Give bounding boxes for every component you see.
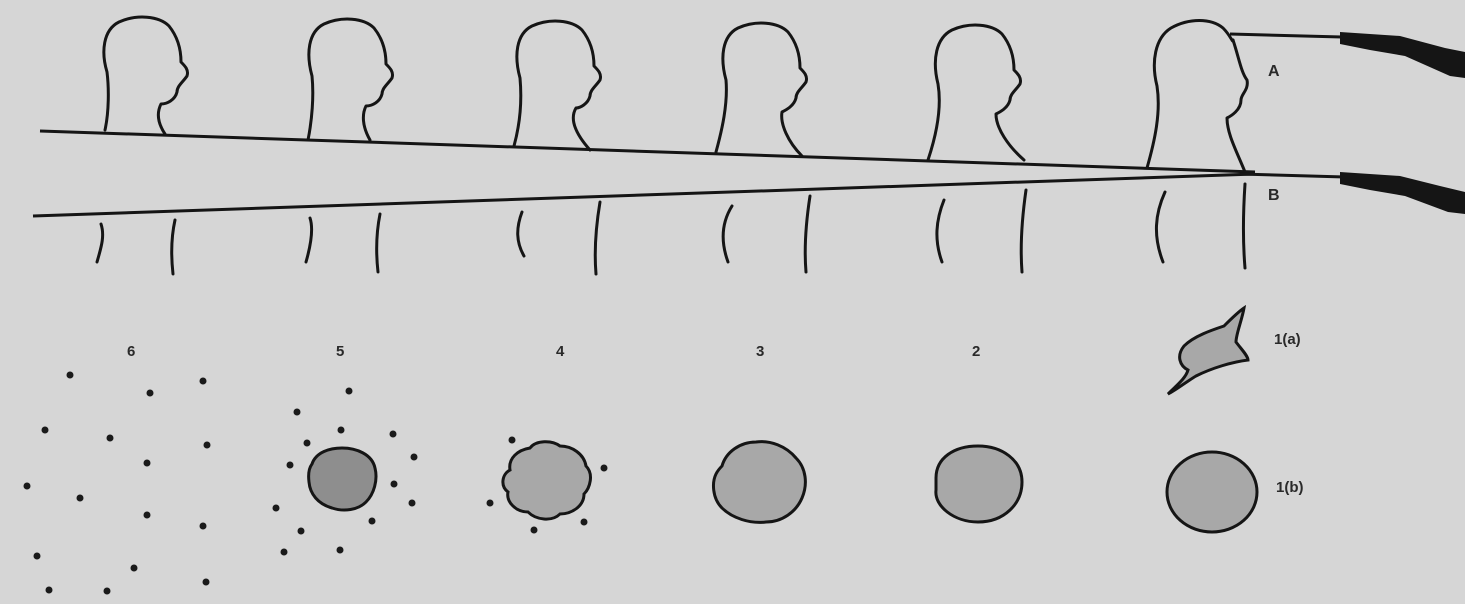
stage-label-3: 3 bbox=[756, 343, 764, 360]
stage-label-6: 6 bbox=[127, 343, 135, 360]
stage-label-4: 4 bbox=[556, 343, 565, 360]
stage-label-5: 5 bbox=[336, 343, 344, 360]
stage-label-2: 2 bbox=[972, 343, 980, 360]
stage-label-1b: 1(b) bbox=[1276, 479, 1304, 496]
stage-label-1a: 1(a) bbox=[1274, 331, 1301, 348]
stage-5-blob bbox=[309, 448, 376, 510]
label-a: A bbox=[1268, 63, 1280, 80]
label-b: B bbox=[1268, 187, 1280, 204]
stage-4-blob bbox=[503, 442, 591, 519]
stage-2-blob bbox=[936, 446, 1022, 522]
stage-1b-shape bbox=[1167, 452, 1257, 532]
stage-3-blob bbox=[714, 442, 806, 523]
